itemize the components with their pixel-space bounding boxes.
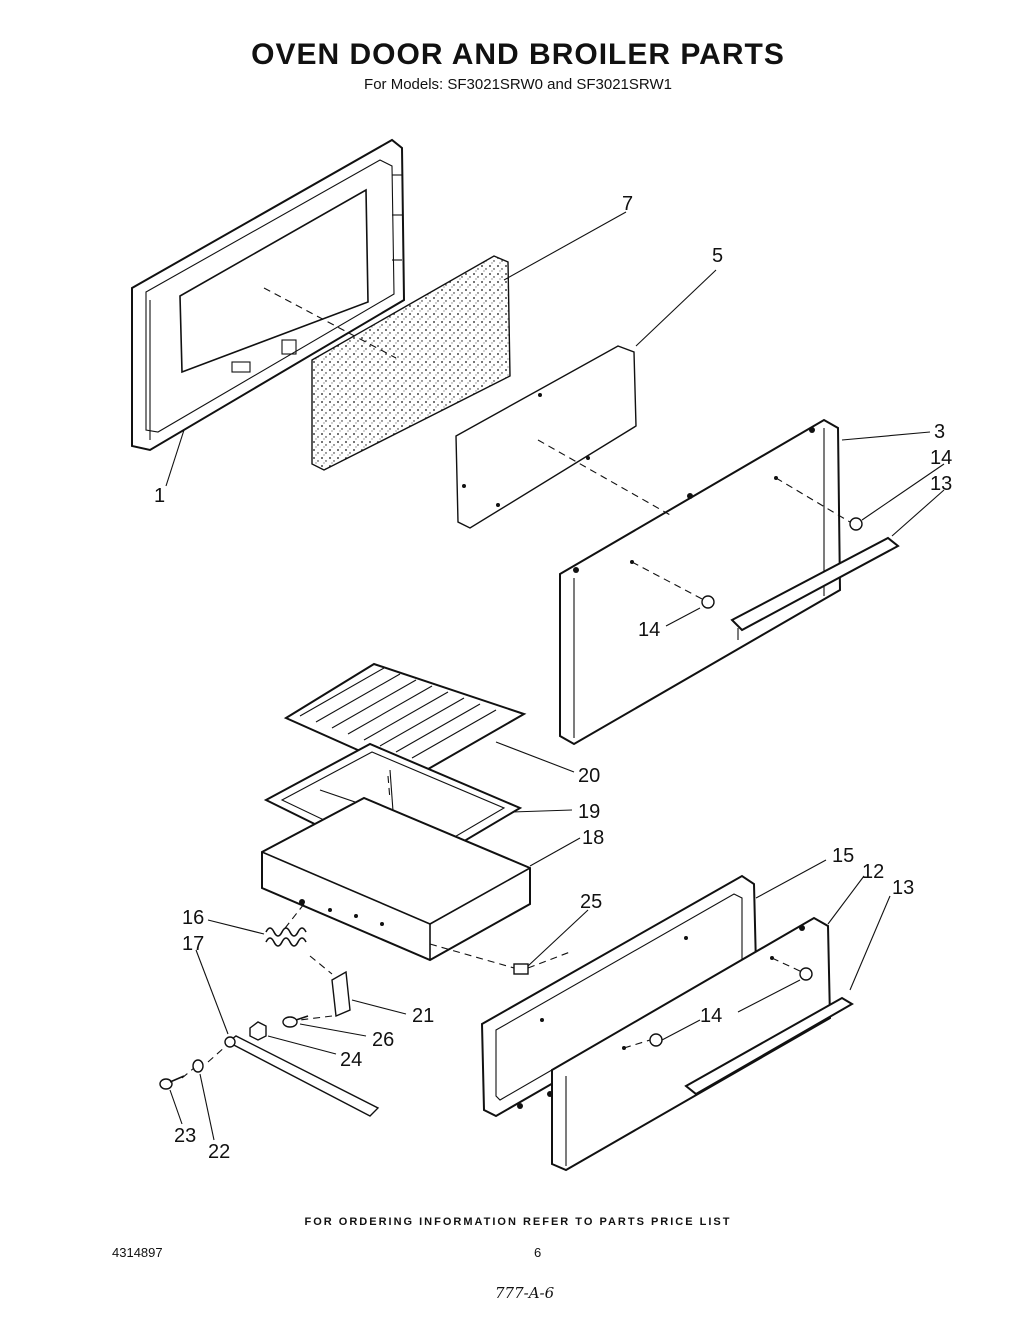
part-5-door-glass bbox=[455, 345, 637, 529]
handwritten-note: 777-A-6 bbox=[495, 1284, 555, 1302]
callout-5: 5 bbox=[712, 245, 723, 267]
part-7-insulation bbox=[311, 255, 511, 471]
part-13-door-handle bbox=[730, 536, 900, 640]
page-number: 6 bbox=[534, 1245, 542, 1260]
part-26-screw bbox=[282, 1015, 309, 1028]
callout-14a: 14 bbox=[930, 447, 952, 469]
callout-22: 22 bbox=[208, 1141, 230, 1163]
callout-19: 19 bbox=[578, 801, 600, 823]
part-17-broiler-arm bbox=[224, 1035, 380, 1117]
models-subtitle: For Models: SF3021SRW0 and SF3021SRW1 bbox=[364, 76, 672, 93]
callout-13b: 13 bbox=[892, 877, 914, 899]
part-23-bolt bbox=[159, 1075, 185, 1090]
part-25-clip bbox=[513, 963, 529, 975]
callout-1: 1 bbox=[154, 485, 165, 507]
callout-12: 12 bbox=[862, 861, 884, 883]
callout-15: 15 bbox=[832, 845, 854, 867]
callout-14c: 14 bbox=[700, 1005, 722, 1027]
callout-21: 21 bbox=[412, 1005, 434, 1027]
part-21-latch-bracket bbox=[331, 970, 351, 1018]
part-1-door-liner bbox=[131, 138, 406, 452]
callout-13a: 13 bbox=[930, 473, 952, 495]
document-number: 4314897 bbox=[112, 1245, 163, 1260]
callout-18: 18 bbox=[582, 827, 604, 849]
part-22-washer bbox=[192, 1059, 204, 1073]
callout-24: 24 bbox=[340, 1049, 362, 1071]
part-14-spacer bbox=[701, 517, 863, 609]
assembly-lines bbox=[181, 287, 851, 1079]
callout-7: 7 bbox=[622, 193, 633, 215]
callout-3: 3 bbox=[934, 421, 945, 443]
callout-17: 17 bbox=[182, 933, 204, 955]
part-14-spacer bbox=[649, 967, 813, 1047]
page-title: OVEN DOOR AND BROILER PARTS bbox=[251, 38, 785, 71]
part-13-broiler-handle bbox=[684, 996, 854, 1096]
callout-26: 26 bbox=[372, 1029, 394, 1051]
callout-20: 20 bbox=[578, 765, 600, 787]
callout-14b: 14 bbox=[638, 619, 660, 641]
callout-25: 25 bbox=[580, 891, 602, 913]
callout-23: 23 bbox=[174, 1125, 196, 1147]
ordering-info-note: FOR ORDERING INFORMATION REFER TO PARTS … bbox=[304, 1216, 732, 1228]
leader-lines bbox=[165, 211, 945, 1141]
callout-labels: 1 7 5 3 14 13 14 20 19 18 15 12 13 25 16… bbox=[154, 193, 952, 1163]
part-16-spring bbox=[265, 927, 307, 947]
callout-16: 16 bbox=[182, 907, 204, 929]
part-24-nut bbox=[249, 1021, 267, 1041]
part-3-outer-door-panel bbox=[559, 418, 842, 746]
part-18-broiler-pan bbox=[261, 796, 531, 962]
